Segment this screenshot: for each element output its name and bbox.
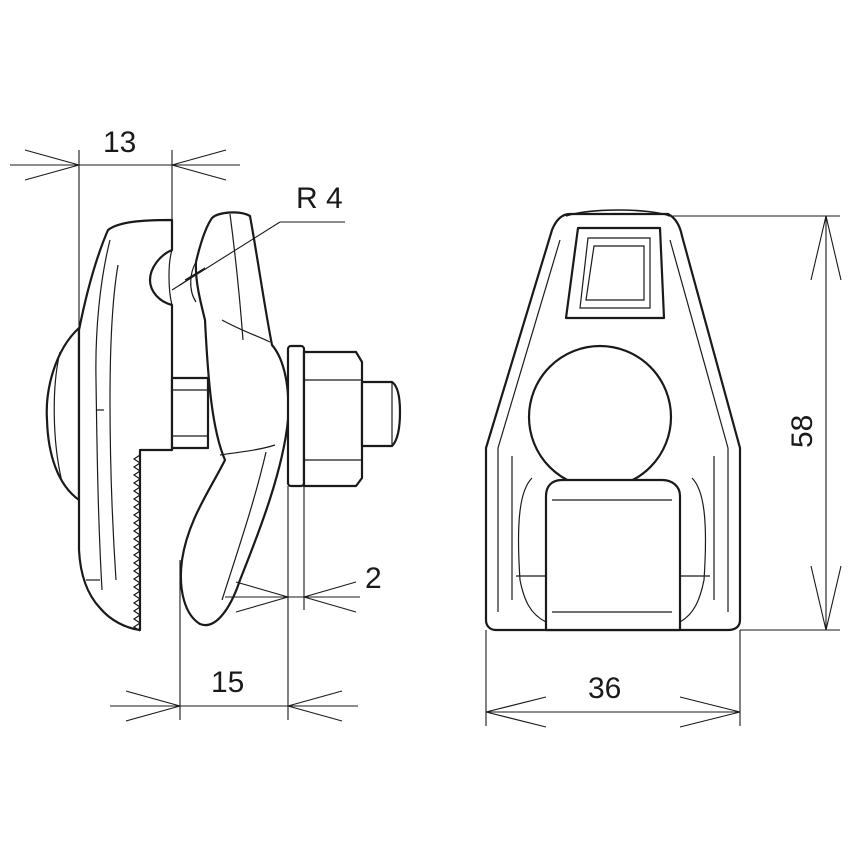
dim-label-bottom-width: 15 xyxy=(211,666,244,699)
bolt-shank xyxy=(170,376,210,450)
front-view xyxy=(484,209,742,632)
clamp-body xyxy=(77,218,174,632)
washer xyxy=(286,344,306,488)
nut xyxy=(302,350,364,488)
dim-bottom-width: 15 xyxy=(110,560,358,722)
dim-top-width: 13 xyxy=(10,126,240,330)
dim-label-top-width: 13 xyxy=(103,126,136,159)
bolt-tip xyxy=(360,380,402,448)
top-window xyxy=(564,226,666,320)
dim-bolt-gap: 2 xyxy=(225,486,382,720)
bolt-circle xyxy=(527,344,673,490)
dim-front-width: 36 xyxy=(485,630,741,728)
serrated-edge xyxy=(132,454,142,632)
dome-head xyxy=(45,326,81,502)
lower-slot xyxy=(544,478,682,632)
dim-radius: R 4 xyxy=(171,182,345,291)
side-view xyxy=(45,211,402,632)
dim-front-height: 58 xyxy=(668,215,842,631)
dim-label-front-width: 36 xyxy=(588,672,621,705)
clamp-jaw xyxy=(179,211,290,627)
dim-label-bolt-gap: 2 xyxy=(365,562,382,595)
dim-label-radius: R 4 xyxy=(296,182,343,215)
dim-label-front-height: 58 xyxy=(786,415,819,448)
